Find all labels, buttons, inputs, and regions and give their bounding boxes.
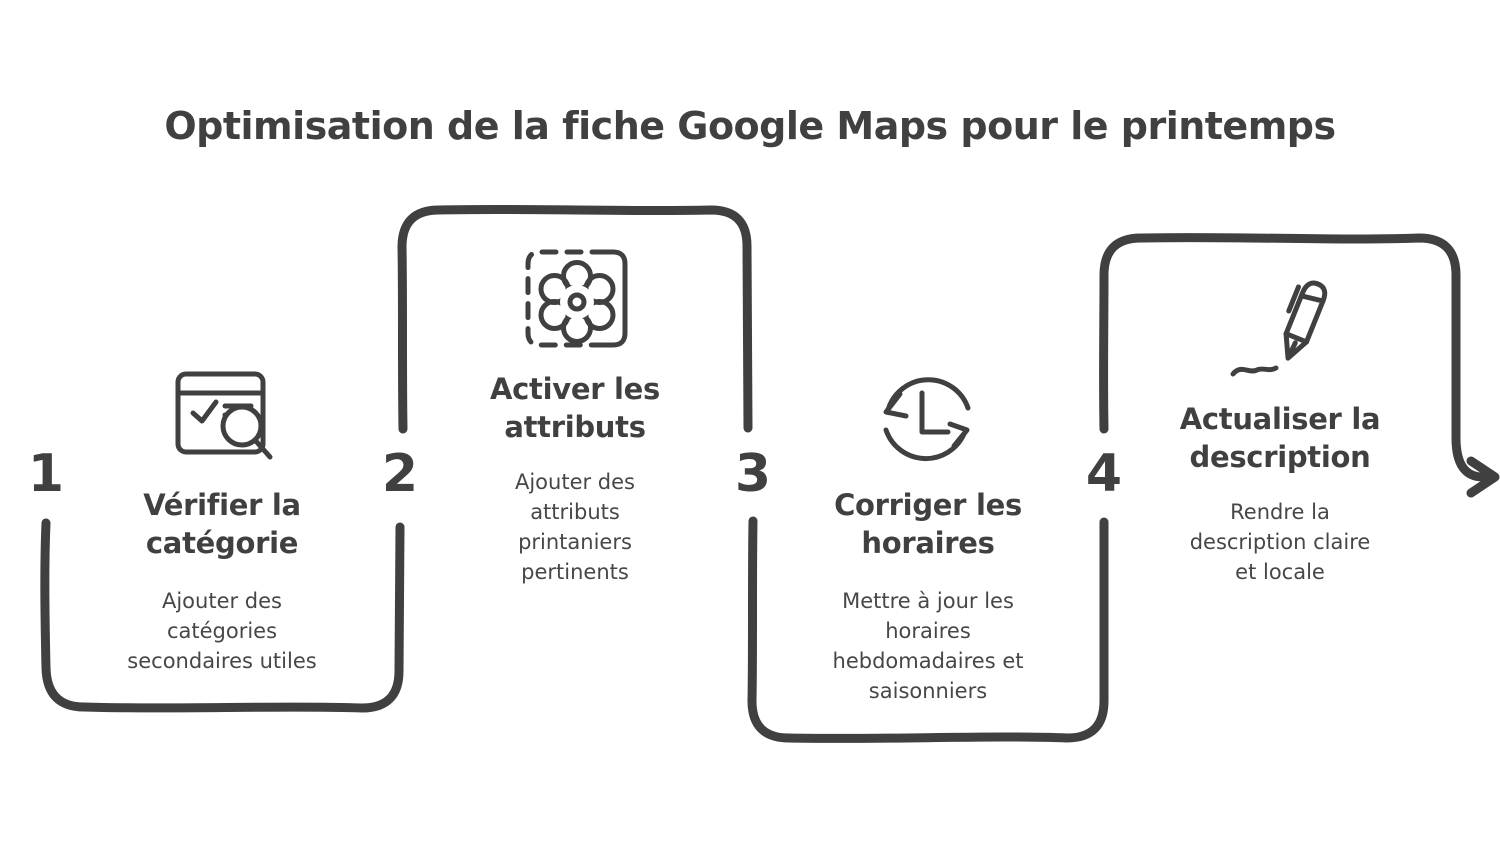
step1-bracket — [40, 518, 405, 713]
step4-text-block: Actualiser la description — [1150, 400, 1410, 476]
hours-sync-clock-icon — [883, 377, 971, 462]
step2-description: Ajouter des attributs printaniers pertin… — [514, 470, 635, 584]
flow-arrow-head-icon — [1466, 456, 1500, 498]
step4-number: 4 — [1085, 444, 1123, 504]
step2-title: Activer les attributs — [490, 372, 660, 444]
description-pen-icon — [1230, 280, 1328, 377]
step3-text-block: Corriger les horaires — [798, 486, 1058, 562]
step1-description: Ajouter des catégories secondaires utile… — [127, 589, 317, 673]
step2-text-block: Activer les attributs — [445, 370, 705, 446]
step3-description: Mettre à jour les horaires hebdomadaires… — [832, 589, 1024, 703]
step2-number: 2 — [381, 444, 419, 504]
step4-bracket — [1099, 233, 1488, 482]
step4-title: Actualiser la description — [1179, 402, 1381, 474]
category-check-search-icon — [175, 371, 273, 460]
step3-bracket — [747, 516, 1109, 743]
step3-title: Corriger les horaires — [834, 488, 1022, 560]
page-title: Optimisation de la fiche Google Maps pou… — [164, 104, 1336, 148]
step4-description: Rendre la description claire et locale — [1189, 500, 1371, 584]
step3-number: 3 — [734, 444, 772, 504]
step1-number: 1 — [27, 444, 65, 504]
step3-description-block: Mettre à jour les horaires hebdomadaires… — [798, 586, 1058, 706]
step1-text-block: Vérifier la catégorie — [92, 486, 352, 562]
step2-description-block: Ajouter des attributs printaniers pertin… — [445, 467, 705, 587]
step1-title: Vérifier la catégorie — [143, 488, 301, 560]
step1-description-block: Ajouter des catégories secondaires utile… — [92, 586, 352, 676]
spring-attribute-flower-icon — [525, 249, 628, 348]
step2-bracket — [397, 204, 753, 434]
step4-description-block: Rendre la description claire et locale — [1150, 497, 1410, 587]
